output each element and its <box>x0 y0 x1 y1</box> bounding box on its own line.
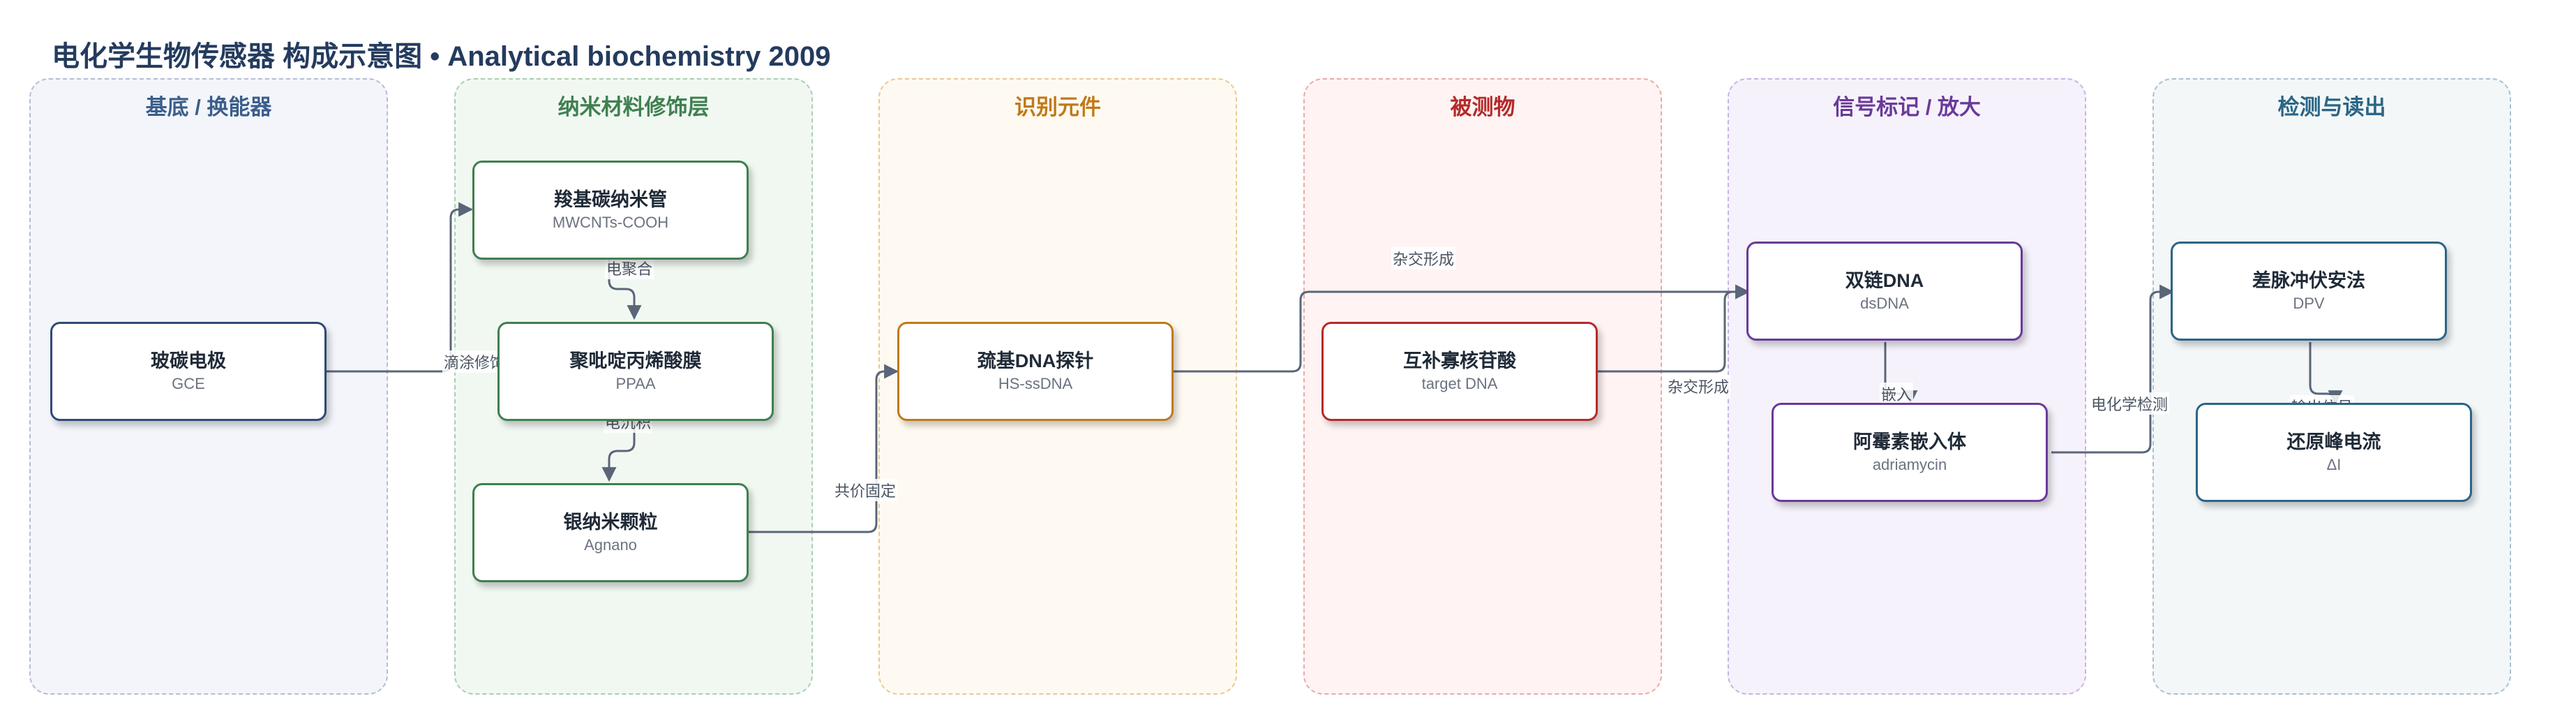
lane-title-recognition: 识别元件 <box>1014 95 1101 119</box>
edge-label-hybridization-target: 杂交形成 <box>1665 375 1731 397</box>
node-peak-subtitle: ΔI <box>2326 456 2342 473</box>
node-target-title: 互补寡核苷酸 <box>1403 350 1516 371</box>
node-agnano[interactable]: 银纳米颗粒 Agnano <box>472 483 749 582</box>
node-peak-title: 还原峰电流 <box>2286 431 2381 452</box>
node-agnano-title: 银纳米颗粒 <box>563 512 658 533</box>
node-gce-subtitle: GCE <box>172 375 205 392</box>
lane-title-nanomaterial: 纳米材料修饰层 <box>557 95 710 119</box>
node-ppaa-subtitle: PPAA <box>615 375 656 392</box>
node-mwcnts[interactable]: 羧基碳纳米管 MWCNTs-COOH <box>472 161 749 260</box>
edge-adriamycin-dpv <box>2051 284 2175 454</box>
edge-target-dsdna <box>1598 284 1751 373</box>
node-dpv-subtitle: DPV <box>2293 295 2325 312</box>
node-probe-title: 巯基DNA探针 <box>977 350 1094 371</box>
page-title: 电化学生物传感器 构成示意图 • Analytical biochemistry… <box>52 41 831 72</box>
edge-mwcnts-ppaa <box>608 260 642 320</box>
edge-gce-mwcnts <box>327 202 474 373</box>
edge-label-drop-coating: 滴涂修饰 <box>442 350 507 373</box>
node-ppaa[interactable]: 聚吡啶丙烯酸膜 PPAA <box>497 322 774 421</box>
edge-label-electropolymerization: 电聚合 <box>604 257 654 279</box>
node-dsdna-title: 双链DNA <box>1845 270 1924 291</box>
node-target-subtitle: target DNA <box>1421 375 1498 392</box>
lane-title-substrate: 基底 / 换能器 <box>145 95 272 119</box>
node-ppaa-title: 聚吡啶丙烯酸膜 <box>569 350 702 371</box>
node-adriamycin-subtitle: adriamycin <box>1872 456 1947 473</box>
edge-dpv-peak <box>2309 342 2343 406</box>
node-dsdna[interactable]: 双链DNA dsDNA <box>1746 242 2023 341</box>
node-dsdna-subtitle: dsDNA <box>1860 295 1909 312</box>
node-adriamycin-title: 阿霉素嵌入体 <box>1853 431 1966 452</box>
edge-label-covalent-fixation: 共价固定 <box>832 479 898 501</box>
lane-title-detection: 检测与读出 <box>2277 95 2386 119</box>
node-adriamycin[interactable]: 阿霉素嵌入体 adriamycin <box>1772 403 2048 502</box>
node-target[interactable]: 互补寡核苷酸 target DNA <box>1321 322 1598 421</box>
lane-detection <box>2152 78 2511 695</box>
node-gce-title: 玻碳电极 <box>151 350 226 371</box>
node-mwcnts-title: 羧基碳纳米管 <box>554 189 667 210</box>
edge-label-electrochemical-detection: 电化学检测 <box>2089 392 2170 415</box>
node-dpv[interactable]: 差脉冲伏安法 DPV <box>2171 242 2447 341</box>
lane-title-analyte: 被测物 <box>1450 95 1515 119</box>
node-peak-current[interactable]: 还原峰电流 ΔI <box>2196 403 2472 502</box>
node-probe-subtitle: HS-ssDNA <box>998 375 1073 392</box>
node-probe[interactable]: 巯基DNA探针 HS-ssDNA <box>897 322 1174 421</box>
edge-label-hybridization-probe: 杂交形成 <box>1391 247 1456 269</box>
edge-label-intercalation: 嵌入 <box>1879 383 1914 405</box>
lane-title-signal: 信号标记 / 放大 <box>1833 95 1981 119</box>
node-gce[interactable]: 玻碳电极 GCE <box>50 322 327 421</box>
node-mwcnts-subtitle: MWCNTs-COOH <box>552 214 669 231</box>
edge-ppaa-agnano <box>601 422 636 482</box>
edge-agnano-probe <box>748 364 899 533</box>
edge-probe-dsdna <box>1173 284 1751 373</box>
node-agnano-subtitle: Agnano <box>584 536 637 554</box>
node-dpv-title: 差脉冲伏安法 <box>2252 270 2365 291</box>
